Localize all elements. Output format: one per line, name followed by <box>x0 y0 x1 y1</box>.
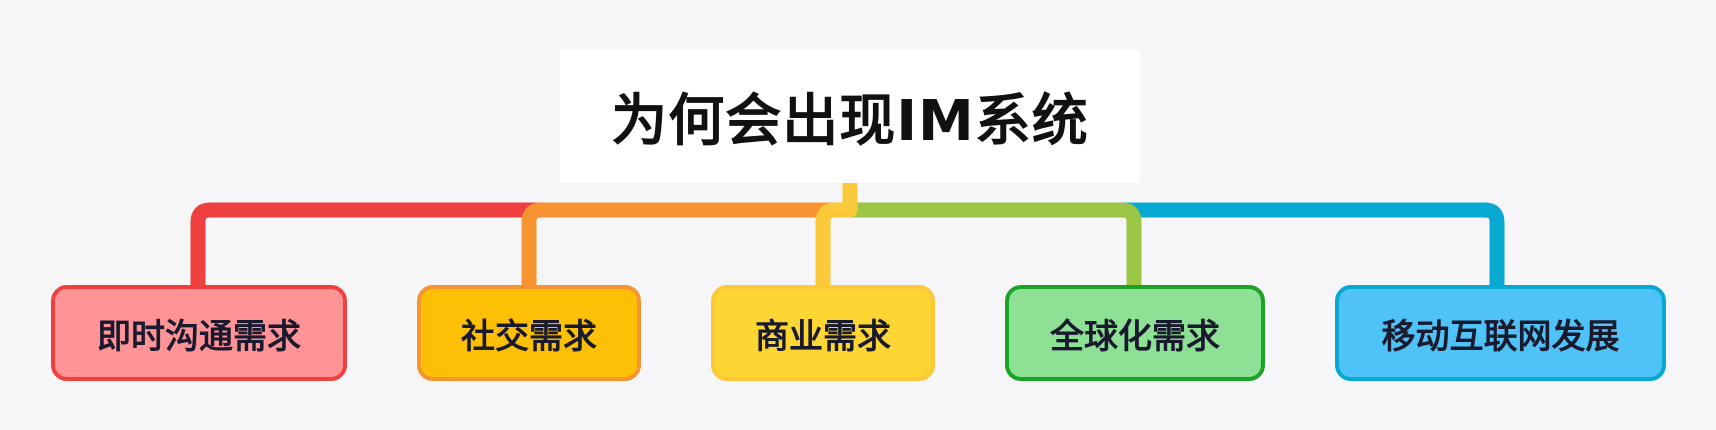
connector-2 <box>815 183 858 285</box>
connector-0 <box>190 202 850 285</box>
child-node-label: 社交需求 <box>461 316 597 357</box>
connector-1 <box>521 202 850 285</box>
child-node-label: 即时沟通需求 <box>97 316 301 357</box>
connector-4 <box>850 202 1505 285</box>
child-node-label: 移动互联网发展 <box>1381 316 1620 357</box>
child-node-instant-communication[interactable]: 即时沟通需求 <box>51 285 347 381</box>
child-node-label: 全球化需求 <box>1050 316 1220 357</box>
connector-3 <box>850 202 1142 285</box>
child-node-globalization[interactable]: 全球化需求 <box>1005 285 1265 381</box>
child-node-mobile-internet[interactable]: 移动互联网发展 <box>1335 285 1666 381</box>
child-node-business[interactable]: 商业需求 <box>711 285 935 381</box>
child-node-social[interactable]: 社交需求 <box>417 285 641 381</box>
root-topic-label: 为何会出现IM系统 <box>611 89 1089 154</box>
child-node-label: 商业需求 <box>755 316 891 357</box>
root-topic[interactable]: 为何会出现IM系统 <box>560 50 1140 183</box>
